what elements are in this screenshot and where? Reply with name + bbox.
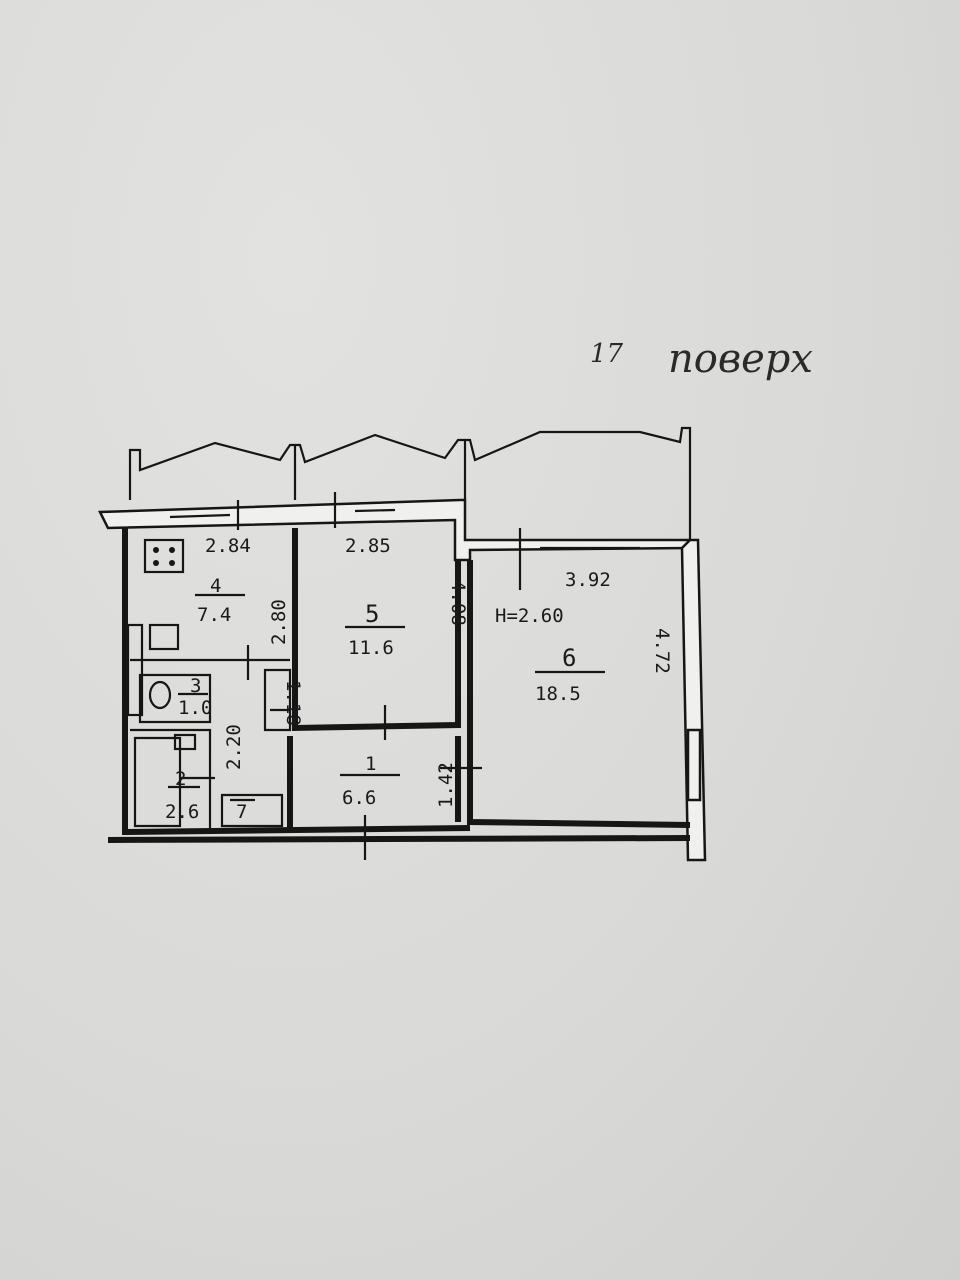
hall-area: 6.6 <box>342 787 376 809</box>
balcony-left <box>128 441 297 500</box>
room-bath: 2 2.6 2.20 <box>165 724 245 823</box>
room5-area: 11.6 <box>348 637 394 659</box>
stove-icon <box>143 538 185 574</box>
wc-box <box>138 673 212 724</box>
fixtures <box>126 538 197 751</box>
hall-niche <box>263 668 292 732</box>
bath-area: 2.6 <box>165 801 199 823</box>
kitchen-width-dim: 2.84 <box>205 535 251 557</box>
floor-number-note: 17 <box>590 339 624 369</box>
closet-box <box>220 793 284 828</box>
closet-number: 7 <box>236 801 247 823</box>
stove-burner-icon <box>153 547 159 553</box>
floor-note: 17 поверх <box>590 336 813 382</box>
ceiling-height-label: H=2.60 <box>495 605 564 627</box>
toilet-icon <box>148 680 172 710</box>
window-room5 <box>354 508 396 513</box>
room6-number: 6 <box>562 644 576 672</box>
bathtub <box>133 736 182 828</box>
right-outer-wall <box>680 538 707 862</box>
room-hall: 1 6.6 1.42 1.18 <box>282 680 457 809</box>
kitchen-area: 7.4 <box>197 604 231 626</box>
room-closet: 7 <box>236 801 247 823</box>
hall-width-dim: 1.42 <box>435 762 457 808</box>
wc-number: 3 <box>190 675 201 697</box>
room5-width-dim: 2.85 <box>345 535 391 557</box>
room6-width-dim: 3.92 <box>565 569 611 591</box>
bath-height-dim: 2.20 <box>223 724 245 770</box>
balcony-right <box>465 426 692 545</box>
hall-number: 1 <box>365 753 376 775</box>
bath-sink-icon <box>173 733 197 751</box>
floor-word-note: поверх <box>668 336 813 382</box>
balconies <box>128 426 692 545</box>
stove-burner-icon <box>153 560 159 566</box>
wall-room5 <box>292 528 461 732</box>
wall-room6 <box>467 560 691 828</box>
fraction-bars <box>168 593 605 789</box>
stove-burner-icon <box>169 560 175 566</box>
room-kitchen: 2.84 4 7.4 2.80 <box>197 535 290 645</box>
room5-height-dim: 4.08 <box>447 580 469 626</box>
stove-burner-icon <box>169 547 175 553</box>
interior-walls <box>107 528 691 843</box>
room-5: 2.85 5 11.6 4.08 <box>345 535 469 659</box>
room5-number: 5 <box>365 600 379 628</box>
hall-small-dim: 1.18 <box>282 680 304 726</box>
room6-area: 18.5 <box>535 683 581 705</box>
kitchen-height-dim: 2.80 <box>268 599 290 645</box>
window-kitchen <box>169 513 231 519</box>
balcony-middle <box>295 433 467 500</box>
wall-bottom-outer <box>107 835 691 843</box>
wc-area: 1.0 <box>178 697 212 719</box>
wall-left-bottom <box>122 528 471 836</box>
wall-bath <box>130 728 212 828</box>
tick-marks <box>180 492 522 860</box>
room-wc: 3 1.0 <box>178 675 212 719</box>
room-6: 3.92 H=2.60 6 18.5 4.72 <box>495 569 673 705</box>
kitchen-number: 4 <box>210 575 221 597</box>
sink-icon <box>148 623 180 651</box>
window-room6-side <box>686 728 702 802</box>
vent-shaft-icon <box>126 623 144 717</box>
bath-number: 2 <box>175 768 186 790</box>
top-outer-wall <box>98 498 692 562</box>
room6-height-dim: 4.72 <box>651 628 673 674</box>
outer-walls <box>98 498 707 862</box>
